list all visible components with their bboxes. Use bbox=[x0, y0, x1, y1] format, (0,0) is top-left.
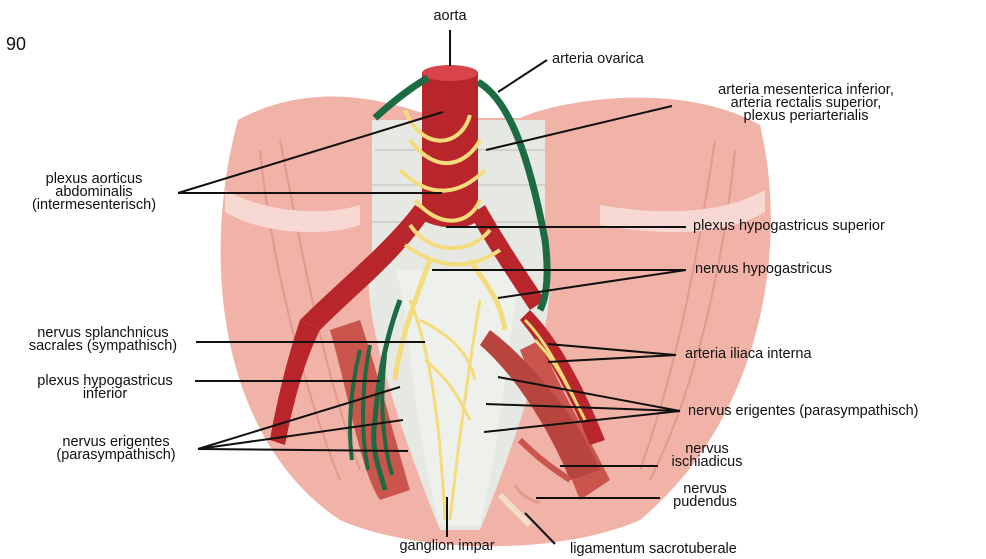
label-nervus-ischiadicus: nervus ischiadicus bbox=[662, 443, 752, 469]
label-arteria-mesenterica: arteria mesenterica inferior, arteria re… bbox=[672, 84, 940, 123]
aorta bbox=[422, 72, 478, 228]
label-plexus-hypogastricus-inferior: plexus hypogastricus inferior bbox=[14, 375, 196, 401]
label-plexus-hypogastricus-superior: plexus hypogastricus superior bbox=[693, 220, 885, 233]
label-nervus-pudendus: nervus pudendus bbox=[665, 483, 745, 509]
label-arteria-iliaca-interna: arteria iliaca interna bbox=[685, 348, 812, 361]
label-nervus-erigentes-right: nervus erigentes (parasympathisch) bbox=[688, 405, 919, 418]
label-ligamentum-sacrotuberale: ligamentum sacrotuberale bbox=[570, 543, 737, 556]
leader-arteria-ovarica bbox=[498, 60, 547, 92]
label-nervus-erigentes-left: nervus erigentes (parasympathisch) bbox=[35, 436, 197, 462]
label-plexus-aorticus: plexus aorticus abdominalis (intermesent… bbox=[10, 173, 178, 212]
label-ganglion-impar: ganglion impar bbox=[385, 540, 509, 553]
label-arteria-ovarica: arteria ovarica bbox=[552, 53, 644, 66]
label-nervus-splanchnicus: nervus splanchnicus sacrales (sympathisc… bbox=[8, 327, 198, 353]
label-aorta: aorta bbox=[425, 10, 475, 23]
aorta-top bbox=[422, 65, 478, 81]
label-nervus-hypogastricus: nervus hypogastricus bbox=[695, 263, 832, 276]
